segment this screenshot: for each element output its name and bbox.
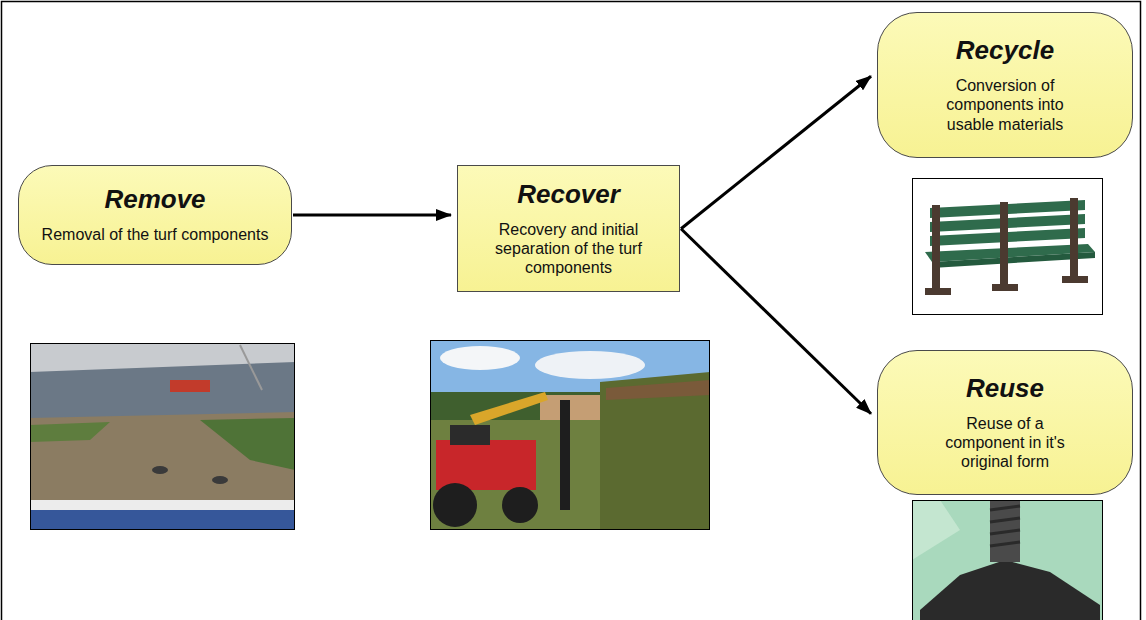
photo-turf-strip	[200, 418, 295, 470]
bench-leg	[1070, 198, 1078, 280]
photo-roll	[152, 466, 168, 474]
photo-background	[912, 178, 1103, 315]
auger-ridge	[990, 518, 1020, 522]
flow-arrow	[681, 229, 871, 414]
photo-conveyor	[560, 400, 570, 510]
box-heading: Reuse	[966, 374, 1044, 404]
photo-cloud	[440, 346, 520, 370]
photo-tractor	[436, 440, 536, 490]
photo-sky	[30, 343, 295, 530]
photo-sod-roll	[600, 372, 710, 530]
box-description: Conversion of components into usable mat…	[930, 76, 1080, 134]
bench-foot	[992, 284, 1018, 291]
reuse-box: ReuseReuse of a component in it's origin…	[877, 350, 1133, 495]
auger-ridge	[990, 530, 1020, 534]
photo-wheel	[502, 487, 538, 523]
photo-seats	[30, 510, 295, 530]
photo-border	[913, 179, 1103, 315]
recover-box: RecoverRecovery and initial separation o…	[457, 165, 680, 292]
crumb-rubber-photo	[912, 500, 1103, 620]
photo-turf-strip	[30, 422, 110, 442]
box-heading: Recycle	[956, 36, 1054, 66]
bench-leg	[1000, 202, 1008, 290]
photo-auger	[990, 500, 1020, 562]
photo-border	[31, 344, 295, 530]
box-description: Recovery and initial separation of the t…	[470, 220, 667, 278]
photo-arm	[470, 392, 548, 425]
box-description: Removal of the turf components	[42, 225, 269, 244]
photo-sky	[430, 340, 710, 530]
flow-arrow	[681, 76, 871, 228]
photo-border	[913, 501, 1103, 620]
remove-box: RemoveRemoval of the turf components	[18, 165, 292, 265]
box-heading: Recover	[517, 180, 620, 210]
auger-ridge	[990, 506, 1020, 510]
bench-foot	[1062, 276, 1088, 283]
photo-sod-edge	[606, 380, 710, 400]
photo-field	[30, 412, 295, 505]
stadium-photo	[30, 343, 295, 530]
photo-bin	[912, 500, 1103, 620]
photo-scoreboard	[170, 380, 210, 392]
photo-bin-wall	[912, 500, 960, 560]
harvester-photo	[430, 340, 710, 530]
flow-arrow	[293, 214, 451, 217]
bench-foot	[925, 288, 951, 295]
photo-border	[431, 341, 710, 530]
box-heading: Remove	[104, 185, 205, 215]
auger-ridge	[990, 542, 1020, 546]
photo-rubber-pile	[920, 560, 1100, 620]
photo-roll	[212, 476, 228, 484]
box-description: Reuse of a component in it's original fo…	[930, 414, 1080, 472]
photo-wheel	[433, 483, 477, 527]
photo-cloud	[535, 351, 645, 379]
bench-photo	[912, 178, 1103, 315]
photo-stands	[30, 362, 295, 420]
photo-crane	[240, 345, 262, 390]
recycle-box: RecycleConversion of components into usa…	[877, 12, 1133, 158]
photo-operator	[450, 425, 490, 445]
bench-leg	[932, 205, 940, 295]
photo-wall	[30, 500, 295, 510]
